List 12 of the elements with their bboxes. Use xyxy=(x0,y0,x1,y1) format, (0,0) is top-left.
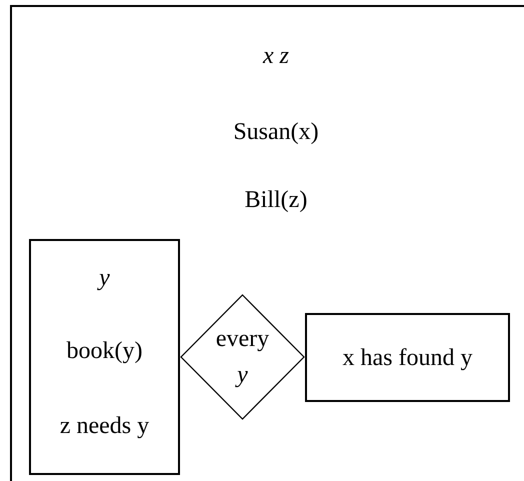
condition-text: z needs y xyxy=(60,413,150,439)
quantifier-text: every y xyxy=(214,325,270,390)
condition-text: x has found y xyxy=(342,344,472,372)
condition-box xyxy=(305,313,510,402)
quantifier-diamond xyxy=(180,294,305,420)
variable-text: x z xyxy=(263,43,289,69)
condition-text: book(y) xyxy=(66,338,142,364)
variable-text: y xyxy=(99,265,110,291)
condition-text: Bill(z) xyxy=(244,187,308,213)
outer-box xyxy=(10,5,524,481)
condition-box xyxy=(29,239,180,475)
condition-text: Susan(x) xyxy=(233,119,319,145)
